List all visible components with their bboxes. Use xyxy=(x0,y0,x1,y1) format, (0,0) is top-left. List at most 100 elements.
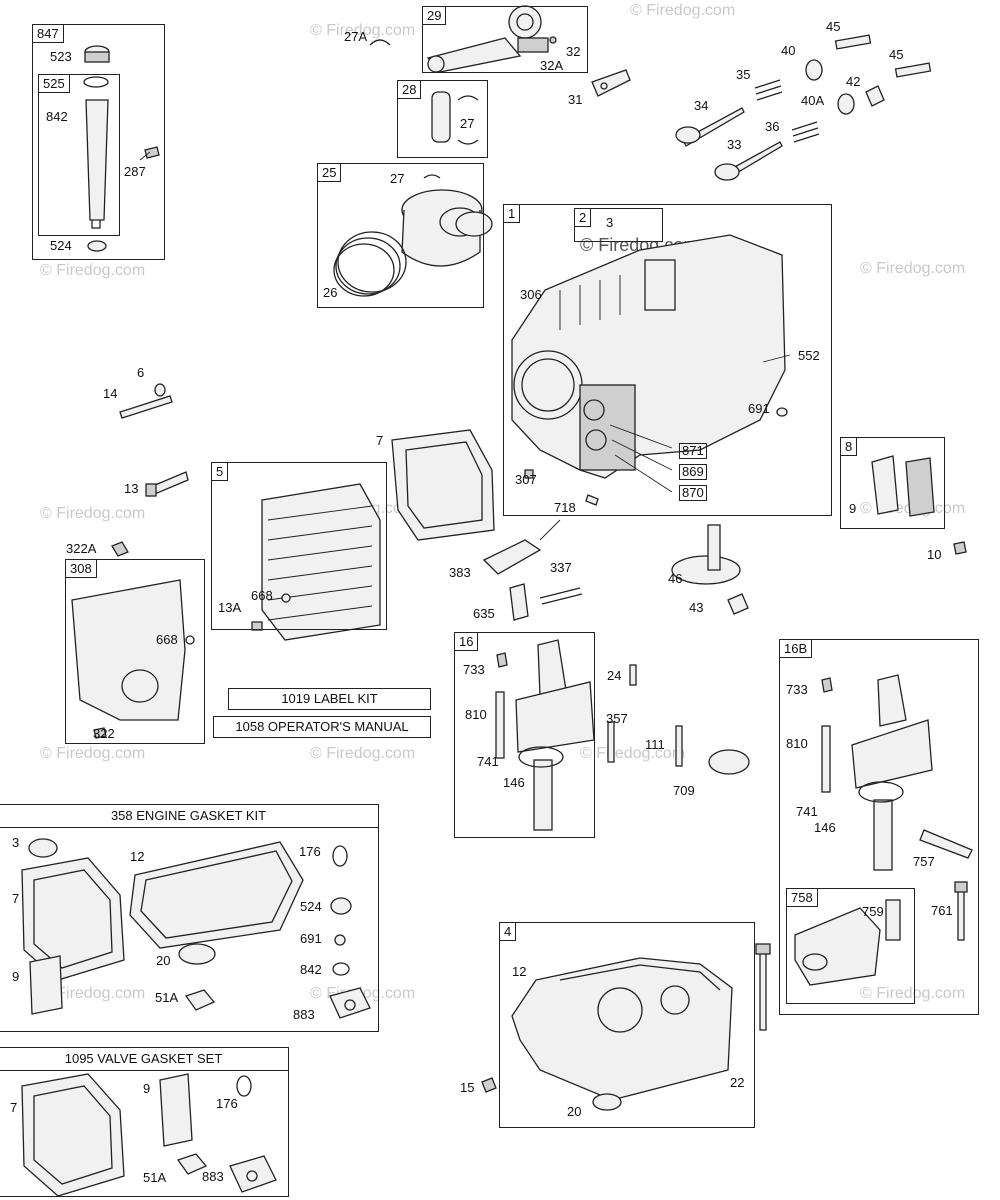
part-label: 842 xyxy=(300,962,322,977)
part-label: 26 xyxy=(323,285,338,300)
part-label: 15 xyxy=(460,1080,475,1095)
part-label: 322A xyxy=(66,541,97,556)
part-label: 7 xyxy=(376,433,384,448)
group-29-tag: 29 xyxy=(422,6,447,25)
group-308-box: 308 xyxy=(65,559,205,744)
part-label: 383 xyxy=(449,565,471,580)
part-label: 759 xyxy=(862,904,884,919)
part-label: 32 xyxy=(566,44,581,59)
part-label: 51A xyxy=(143,1170,167,1185)
part-label: 668 xyxy=(251,588,273,603)
part-label: 757 xyxy=(913,854,935,869)
group-16-tag: 16 xyxy=(454,632,479,651)
part-label: 883 xyxy=(293,1007,315,1022)
part-label: 287 xyxy=(124,164,146,179)
part-label: 14 xyxy=(103,386,118,401)
group-16B-box: 16B xyxy=(779,639,979,1015)
part-label: 43 xyxy=(689,600,704,615)
part-label: 35 xyxy=(736,67,751,82)
group-2-tag: 2 xyxy=(574,208,592,227)
group-847-box: 847 xyxy=(32,24,165,260)
part-label: 883 xyxy=(202,1169,224,1184)
group-308-tag: 308 xyxy=(65,559,97,578)
part-label: 870 xyxy=(679,485,707,501)
part-label: 524 xyxy=(300,899,322,914)
part-label: 810 xyxy=(465,707,487,722)
group-8-box: 8 xyxy=(840,437,945,529)
group-8-tag: 8 xyxy=(840,437,858,456)
part-label: 10 xyxy=(927,547,942,562)
group-2-box: 2 xyxy=(574,208,663,242)
part-label: 810 xyxy=(786,736,808,751)
watermark: © Firedog.com xyxy=(310,22,416,39)
group-16-box: 16 xyxy=(454,632,595,838)
part-label: 20 xyxy=(156,953,171,968)
group-4-tag: 4 xyxy=(499,922,517,941)
group-16B-tag: 16B xyxy=(779,639,813,658)
watermark: © Firedog.com xyxy=(630,2,736,19)
group-25-box: 25 xyxy=(317,163,484,308)
part-label: 718 xyxy=(554,500,576,515)
group-758-tag: 758 xyxy=(786,888,818,907)
part-label: 9 xyxy=(12,969,20,984)
engine-gasket-kit-title: 358 ENGINE GASKET KIT xyxy=(0,805,378,828)
part-label: 7 xyxy=(10,1100,18,1115)
part-label: 40 xyxy=(781,43,796,58)
valve-gasket-set-box: 1095 VALVE GASKET SET xyxy=(0,1047,289,1197)
part-label: 146 xyxy=(503,775,525,790)
part-label: 27 xyxy=(460,116,475,131)
part-label: 27 xyxy=(390,171,405,186)
part-label: 307 xyxy=(515,472,537,487)
part-label: 33 xyxy=(727,137,742,152)
group-1-tag: 1 xyxy=(503,204,521,223)
part-label: 871 xyxy=(679,443,707,459)
watermark: © Firedog.com xyxy=(40,745,146,762)
part-label: 32A xyxy=(540,58,564,73)
part-label: 20 xyxy=(567,1104,582,1119)
part-label: 691 xyxy=(748,401,770,416)
part-label: 9 xyxy=(143,1081,151,1096)
watermark: © Firedog.com xyxy=(580,745,686,762)
part-label: 3 xyxy=(12,835,20,850)
part-label: 45 xyxy=(889,47,904,62)
part-label: 31 xyxy=(568,92,583,107)
part-label: 146 xyxy=(814,820,836,835)
group-525-tag: 525 xyxy=(38,74,70,93)
part-label: 306 xyxy=(520,287,542,302)
group-1-box: 1 xyxy=(503,204,832,516)
part-label: 34 xyxy=(694,98,709,113)
group-28-box: 28 xyxy=(397,80,488,158)
part-label: 6 xyxy=(137,365,145,380)
watermark: © Firedog.com xyxy=(860,985,966,1002)
group-525-box: 525 xyxy=(38,74,120,236)
part-label: 761 xyxy=(931,903,953,918)
part-label: 176 xyxy=(299,844,321,859)
group-29-box: 29 xyxy=(422,6,588,73)
group-847-tag: 847 xyxy=(32,24,64,43)
part-label: 741 xyxy=(477,754,499,769)
watermark: © Firedog.com xyxy=(40,985,146,1002)
part-label: 13A xyxy=(218,600,242,615)
part-label: 9 xyxy=(849,501,857,516)
part-label: 24 xyxy=(607,668,622,683)
part-label: 27A xyxy=(344,29,368,44)
part-label: 691 xyxy=(300,931,322,946)
group-4-box: 4 xyxy=(499,922,755,1128)
part-label: 13 xyxy=(124,481,139,496)
part-label: 709 xyxy=(673,783,695,798)
group-758-box: 758 xyxy=(786,888,915,1004)
part-label: 111 xyxy=(645,737,665,752)
part-label: 3 xyxy=(606,215,614,230)
part-label: 523 xyxy=(50,49,72,64)
part-label: 337 xyxy=(550,560,572,575)
part-label: 635 xyxy=(473,606,495,621)
watermark: © Firedog.com xyxy=(40,505,146,522)
engine-gasket-kit-box: 358 ENGINE GASKET KIT xyxy=(0,804,379,1032)
part-label: 36 xyxy=(765,119,780,134)
watermark: © Firedog.com xyxy=(310,745,416,762)
part-label: 357 xyxy=(606,711,628,726)
part-label: 45 xyxy=(826,19,841,34)
group-5-tag: 5 xyxy=(211,462,229,481)
part-label: 51A xyxy=(155,990,179,1005)
part-label: 12 xyxy=(512,964,527,979)
